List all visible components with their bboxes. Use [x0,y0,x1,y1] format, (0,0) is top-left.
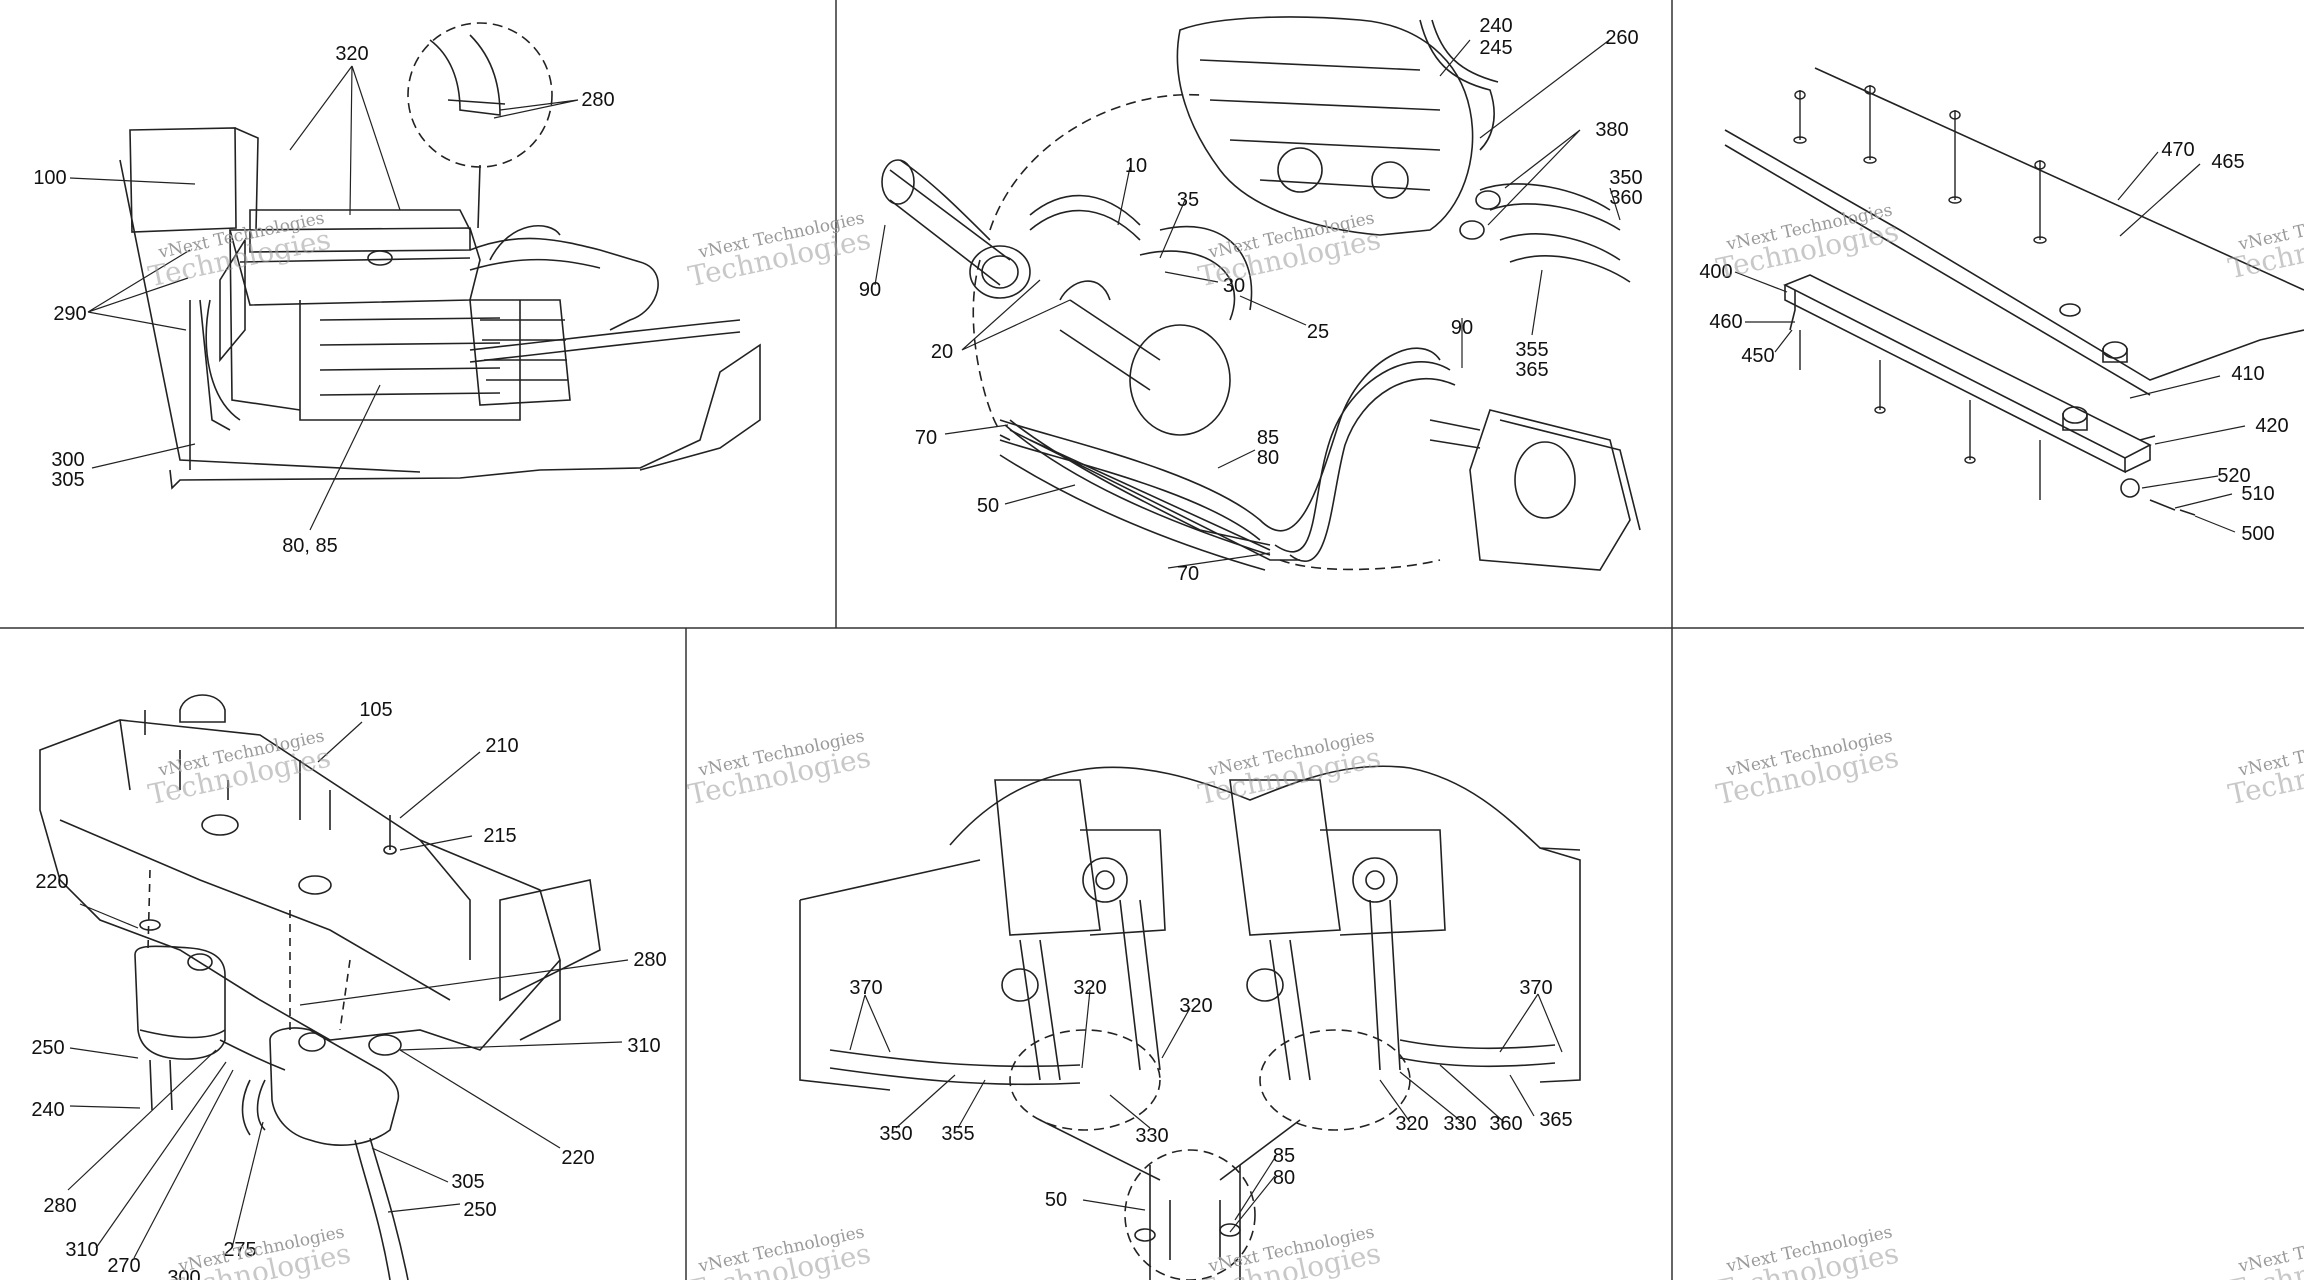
callout-number: 450 [1741,345,1774,367]
callout-number: 380 [1595,119,1628,141]
callout-number: 365 [1539,1109,1572,1131]
callout-number: 305 [51,469,84,491]
callout-number: 105 [359,699,392,721]
callout-number: 30 [1223,275,1245,297]
callout-number: 320 [1073,977,1106,999]
callout-number: 275 [223,1239,256,1261]
callout-number: 330 [1443,1113,1476,1135]
callout-number: 280 [581,89,614,111]
callout-number: 35 [1177,189,1199,211]
callout-number: 10 [1125,155,1147,177]
callout-number: 85 [1257,427,1279,449]
callout-number: 260 [1605,27,1638,49]
callout-number: 220 [35,871,68,893]
callout-number: 25 [1307,321,1329,343]
callout-number: 240 [1479,15,1512,37]
callout-number: 310 [627,1035,660,1057]
callout-number: 320 [335,43,368,65]
callout-number: 270 [107,1255,140,1277]
callout-number: 80, 85 [282,535,338,557]
callout-number: 355 [941,1123,974,1145]
callout-number: 320 [1179,995,1212,1017]
callout-number: 210 [485,735,518,757]
callout-number: 70 [915,427,937,449]
panel-intercooler-hoses [881,16,1641,571]
callout-number: 240 [31,1099,64,1121]
callout-number: 245 [1479,37,1512,59]
panel-engine-overview [119,22,761,490]
callout-number: 400 [1699,261,1732,283]
callout-number: 90 [859,279,881,301]
callout-number: 420 [2255,415,2288,437]
callout-number: 300 [51,449,84,471]
callout-number: 510 [2241,483,2274,505]
panel-rear-hoses [799,765,1581,1281]
leader-lines [67,37,2246,1259]
callout-number: 470 [2161,139,2194,161]
callout-number: 85 [1273,1145,1295,1167]
callout-number: 80 [1273,1167,1295,1189]
callout-number: 350 [879,1123,912,1145]
callout-number: 70 [1177,563,1199,585]
callout-number: 50 [977,495,999,517]
callout-number: 50 [1045,1189,1067,1211]
callout-number: 215 [483,825,516,847]
callout-number: 220 [561,1147,594,1169]
callout-number: 250 [463,1199,496,1221]
callout-number: 370 [1519,977,1552,999]
callout-number: 310 [65,1239,98,1261]
callout-number: 280 [633,949,666,971]
callout-number: 20 [931,341,953,363]
callout-number: 355 [1515,339,1548,361]
callout-number: 360 [1489,1113,1522,1135]
callout-number: 350 [1609,167,1642,189]
callout-number: 465 [2211,151,2244,173]
callout-number: 500 [2241,523,2274,545]
callout-number: 250 [31,1037,64,1059]
callout-number: 280 [43,1195,76,1217]
panel-coolant-tank [39,694,601,1281]
callout-number: 365 [1515,359,1548,381]
callout-number: 460 [1709,311,1742,333]
callout-number: 370 [849,977,882,999]
callout-number: 410 [2231,363,2264,385]
callout-number: 305 [451,1171,484,1193]
callout-number: 330 [1135,1125,1168,1147]
callout-number: 360 [1609,187,1642,209]
panel-mounting-bracket [1724,67,2304,516]
callout-number: 100 [33,167,66,189]
callout-number: 320 [1395,1113,1428,1135]
callout-number: 90 [1451,317,1473,339]
callout-number: 290 [53,303,86,325]
callout-number: 520 [2217,465,2250,487]
callout-number: 80 [1257,447,1279,469]
